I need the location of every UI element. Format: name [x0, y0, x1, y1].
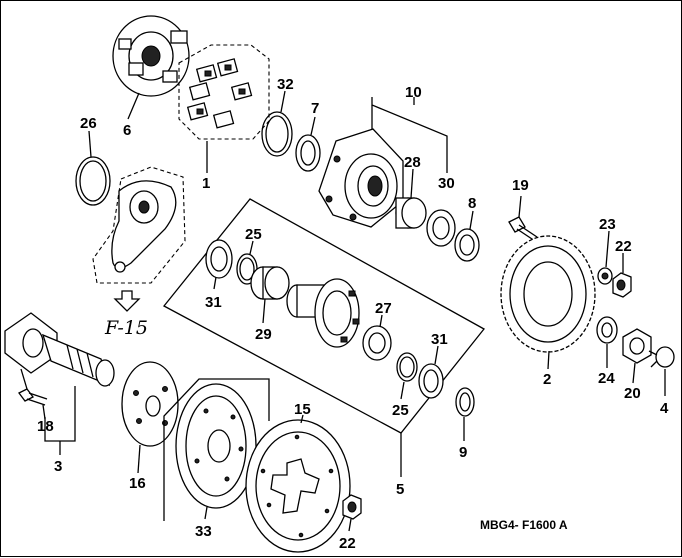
part-15-rear-disc — [245, 419, 351, 553]
part-9-seal — [455, 387, 475, 417]
part-28-collar — [395, 197, 427, 229]
part-22-nut-lower — [342, 494, 362, 520]
part-33-brake-disc — [175, 383, 257, 509]
part-29-needle-bearing — [250, 266, 290, 300]
callout-32: 32 — [277, 76, 294, 93]
part-26-circlip — [75, 156, 111, 206]
callout-5: 5 — [396, 481, 404, 498]
callout-labels: 1 2 3 4 5 6 7 8 9 10 15 16 18 19 20 22 2… — [37, 76, 669, 552]
part-31-bearing-right — [418, 363, 444, 399]
part-19-bolt — [508, 216, 538, 242]
callout-22-lower: 22 — [339, 535, 356, 552]
callout-20: 20 — [624, 385, 641, 402]
callout-19: 19 — [512, 177, 529, 194]
part-8-seal — [454, 228, 480, 262]
part-16-hub-plate — [121, 361, 179, 447]
part-31-bearing-left — [205, 239, 233, 279]
callout-28: 28 — [404, 154, 421, 171]
part-25-circlip-right — [396, 352, 418, 382]
part-30-bearing — [426, 209, 456, 247]
callout-4: 4 — [660, 400, 669, 417]
part-18-stud-bolt — [18, 388, 48, 406]
callout-31-right: 31 — [431, 331, 448, 348]
part-3-rear-axle — [4, 312, 115, 387]
callout-15: 15 — [294, 401, 311, 418]
part-1-damper-rubbers — [186, 58, 253, 129]
callout-30: 30 — [438, 175, 455, 192]
part-6-sprocket-carrier — [112, 15, 190, 97]
callout-3: 3 — [54, 458, 62, 475]
callout-2: 2 — [543, 371, 551, 388]
callout-7: 7 — [311, 100, 319, 117]
part-7-dust-seal — [295, 134, 321, 172]
callout-18: 18 — [37, 418, 54, 435]
part-2-drive-sprocket — [500, 235, 596, 353]
part-22-nut-upper — [612, 272, 632, 298]
callout-29: 29 — [255, 326, 272, 343]
callout-22-upper: 22 — [615, 238, 632, 255]
hub-sleeve — [286, 278, 360, 348]
callout-8: 8 — [468, 195, 476, 212]
callout-9: 9 — [459, 444, 467, 461]
callout-24: 24 — [598, 370, 615, 387]
part-24-washer — [596, 316, 618, 344]
callout-10: 10 — [405, 84, 422, 101]
callout-27: 27 — [375, 300, 392, 317]
callout-25-left: 25 — [245, 226, 262, 243]
part-4-cotter-pin — [648, 346, 675, 368]
part-20-axle-nut — [622, 328, 652, 364]
hub-housing — [318, 128, 404, 228]
callout-26: 26 — [80, 115, 97, 132]
diagram-code: MBG4- F1600 A — [480, 518, 568, 532]
callout-33: 33 — [195, 523, 212, 540]
reference-label: F-15 — [104, 317, 148, 339]
callout-6: 6 — [123, 122, 131, 139]
callout-31-left: 31 — [205, 294, 222, 311]
part-32-o-ring — [261, 111, 293, 157]
ref-arrow — [113, 290, 141, 312]
callout-25-right: 25 — [392, 402, 409, 419]
callout-23: 23 — [599, 216, 616, 233]
callout-1: 1 — [202, 175, 210, 192]
part-27-bearing — [362, 325, 392, 361]
caliper-bracket — [111, 180, 177, 273]
callout-16: 16 — [129, 475, 146, 492]
